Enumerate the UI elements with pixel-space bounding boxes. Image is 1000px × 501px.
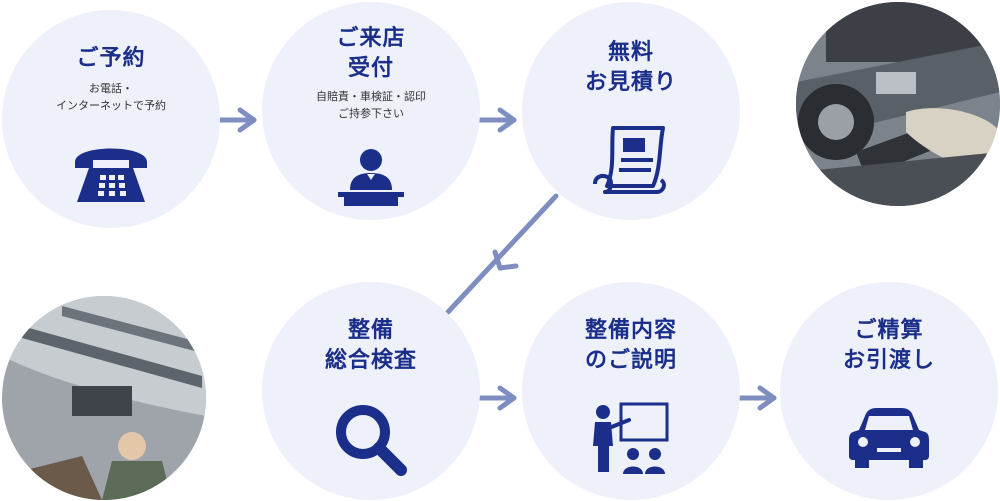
magnifier-icon bbox=[336, 405, 407, 476]
step-title: 整備 総合検査 bbox=[324, 318, 417, 373]
step-title: ご来店 受付 bbox=[336, 26, 406, 81]
step-store-visit-reception: ご来店 受付 自賠責・車検証・認印 ご持参下さい bbox=[262, 2, 480, 220]
estimate-document-icon bbox=[593, 126, 666, 194]
photo-illustration bbox=[2, 296, 206, 500]
car-icon bbox=[849, 408, 929, 468]
arrow-right-2 bbox=[477, 107, 517, 133]
arrow-diagonal bbox=[445, 193, 559, 315]
presentation-icon bbox=[593, 402, 669, 474]
step-title: ご精算 お引渡し bbox=[842, 318, 935, 373]
step-title: 無料 お見積り bbox=[584, 40, 677, 95]
step-free-estimate: 無料 お見積り bbox=[522, 2, 740, 220]
arrow-right-4 bbox=[737, 385, 777, 411]
step-payment-delivery: ご精算 お引渡し bbox=[780, 282, 998, 500]
step-description: 自賠責・車検証・認印 ご持参下さい bbox=[316, 90, 426, 120]
telephone-icon bbox=[75, 148, 147, 202]
step-description: お電話・ インターネットで予約 bbox=[56, 82, 166, 112]
step-title: 整備内容 のご説明 bbox=[584, 318, 677, 373]
photo-mechanic-under-car bbox=[2, 296, 206, 500]
photo-car-undercarriage-inspection bbox=[796, 2, 1000, 206]
arrow-right-3 bbox=[477, 385, 517, 411]
step-maintenance-inspection: 整備 総合検査 bbox=[262, 282, 480, 500]
arrow-right-1 bbox=[217, 107, 257, 133]
step-title: ご予約 bbox=[76, 46, 146, 71]
step-maintenance-explanation: 整備内容 のご説明 bbox=[522, 282, 740, 500]
photo-illustration bbox=[796, 2, 1000, 206]
step-reservation: ご予約 お電話・ インターネットで予約 bbox=[2, 10, 220, 228]
receptionist-icon bbox=[338, 149, 404, 206]
